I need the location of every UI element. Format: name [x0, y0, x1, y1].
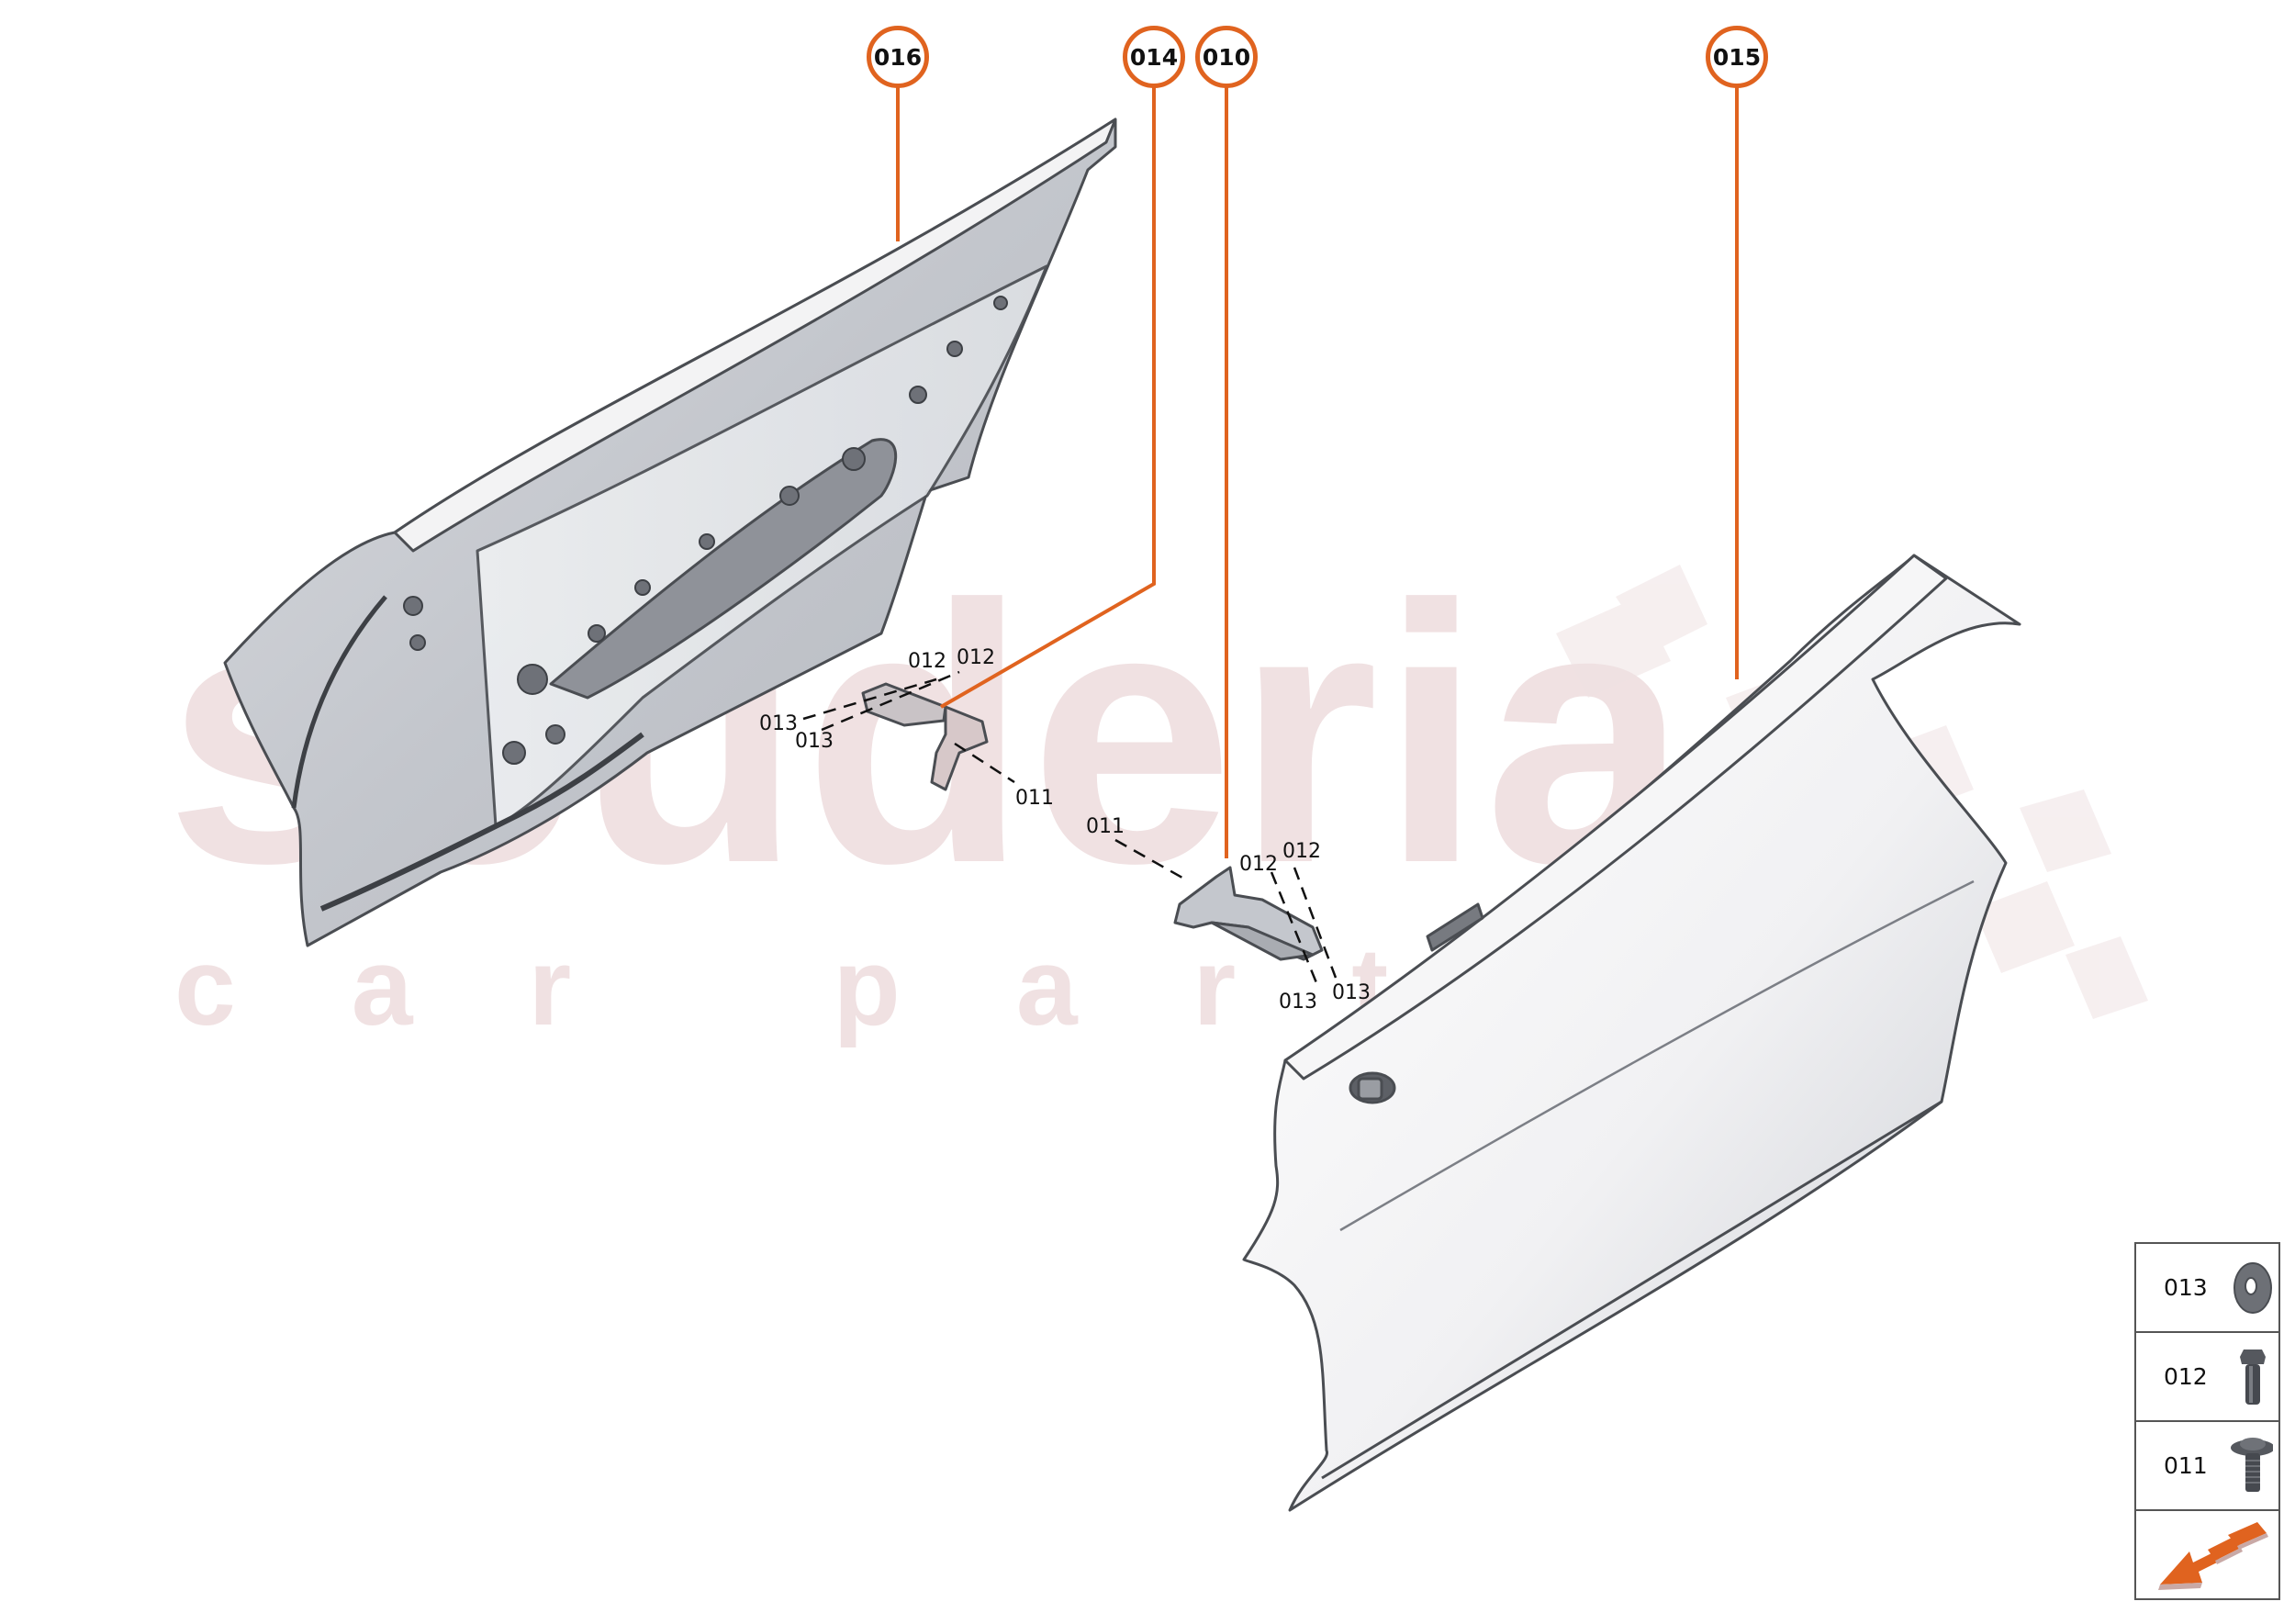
part-label-012[interactable]: 012	[908, 650, 946, 673]
part-label-011[interactable]: 011	[1015, 787, 1054, 810]
legend-item-012[interactable]: 012	[2136, 1333, 2278, 1422]
door-inner-left	[223, 118, 1117, 947]
part-label-013[interactable]: 013	[1332, 981, 1371, 1004]
leader-lines	[896, 84, 1739, 858]
legend-code: 011	[2164, 1452, 2208, 1479]
legend-code: 013	[2164, 1274, 2208, 1301]
callout-014[interactable]: 014	[1123, 26, 1185, 88]
hinge-upper	[861, 682, 989, 791]
part-label-011[interactable]: 011	[1086, 815, 1125, 838]
legend-item-013[interactable]: 013	[2136, 1244, 2278, 1333]
flange-bolt-icon	[2231, 1438, 2273, 1492]
door-outer-right	[1242, 554, 2021, 1512]
part-label-013[interactable]: 013	[1279, 991, 1317, 1014]
legend-item-011[interactable]: 011	[2136, 1422, 2278, 1511]
fastener-dash-lines	[802, 670, 1338, 986]
part-label-012[interactable]: 012	[957, 646, 995, 669]
part-label-013[interactable]: 013	[759, 712, 798, 735]
callout-010[interactable]: 010	[1195, 26, 1258, 88]
part-label-012[interactable]: 012	[1282, 840, 1321, 863]
screw-icon	[2240, 1350, 2266, 1405]
part-label-013[interactable]: 013	[795, 730, 834, 753]
orientation-arrow-cell[interactable]	[2136, 1511, 2278, 1598]
orientation-arrow-icon	[2158, 1522, 2268, 1590]
fastener-legend: 013 012 011	[2134, 1242, 2280, 1600]
callout-016[interactable]: 016	[867, 26, 929, 88]
part-label-012[interactable]: 012	[1239, 853, 1278, 876]
washer-icon	[2233, 1262, 2272, 1314]
callout-015[interactable]: 015	[1706, 26, 1768, 88]
legend-code: 012	[2164, 1363, 2208, 1390]
hinge-lower	[1173, 866, 1324, 961]
watermark-tagline: car parts	[174, 925, 1681, 1048]
